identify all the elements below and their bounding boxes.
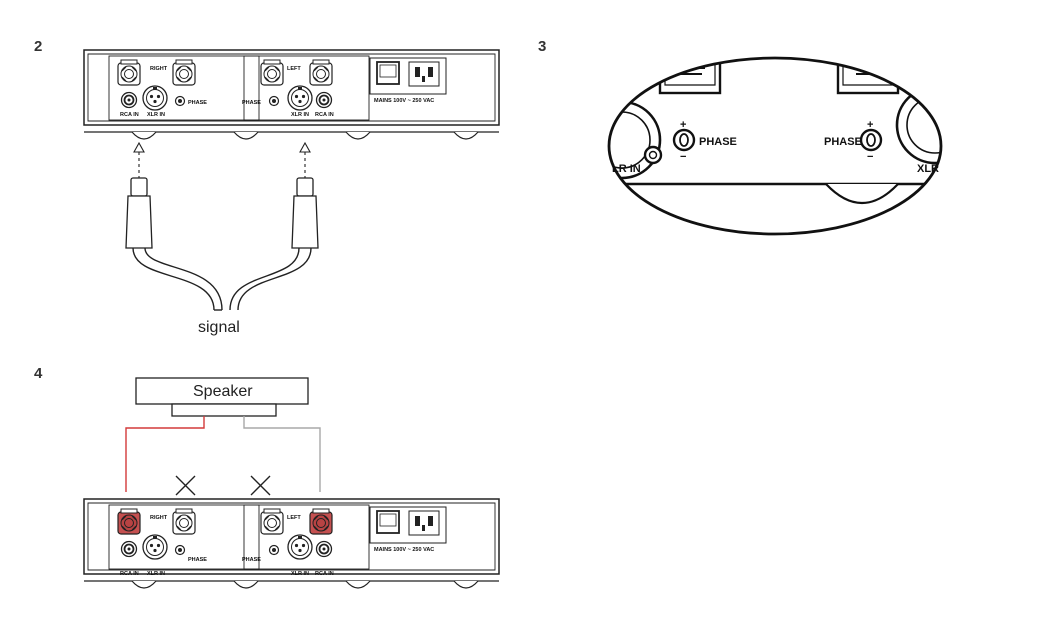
label-left: LEFT <box>287 515 301 521</box>
label-right: RIGHT <box>150 515 168 521</box>
amplifier-panel-step4: RIGHT LEFT PHASE PHASE RCA IN XLR IN XLR… <box>84 499 499 588</box>
signal-arrows <box>133 141 311 178</box>
step-number-3: 3 <box>538 38 546 55</box>
label-mains: MAINS 100V ~ 250 VAC <box>374 547 434 553</box>
zoom-phase-label-right: PHASE <box>824 136 862 148</box>
label-right: RIGHT <box>150 66 168 72</box>
zoom-phase-label-left: PHASE <box>699 136 737 148</box>
zoom-minus-left: − <box>680 151 686 163</box>
phase-switch-zoom: PHASE PHASE + + − − LR IN XLR <box>607 56 943 236</box>
signal-label: signal <box>198 319 240 336</box>
label-xlr-in-right: XLR IN <box>147 571 165 577</box>
label-phase-right: PHASE <box>188 100 207 106</box>
label-xlr-in-right: XLR IN <box>147 112 165 118</box>
x-mark-icon <box>250 475 271 496</box>
red-speaker-wire <box>125 416 205 492</box>
label-rca-in-left: RCA IN <box>315 571 334 577</box>
x-mark-icon <box>175 475 196 496</box>
grey-speaker-wire <box>243 416 321 492</box>
zoom-plus-left: + <box>680 119 686 131</box>
label-phase-left: PHASE <box>242 100 261 106</box>
label-mains: MAINS 100V ~ 250 VAC <box>374 98 434 104</box>
step-number-2: 2 <box>34 38 42 55</box>
speaker-label: Speaker <box>193 383 253 400</box>
zoom-xlr-partial-right: XLR <box>917 163 939 175</box>
signal-cable: signal <box>125 177 319 336</box>
label-xlr-in-left: XLR IN <box>291 571 309 577</box>
label-phase-left: PHASE <box>242 557 261 563</box>
label-rca-in-right: RCA IN <box>120 571 139 577</box>
zoom-xlr-partial-left: LR IN <box>612 163 641 175</box>
label-phase-right: PHASE <box>188 557 207 563</box>
zoom-plus-right: + <box>867 119 873 131</box>
speaker: Speaker <box>135 377 309 417</box>
step-number-4: 4 <box>34 365 43 382</box>
label-rca-in-right: RCA IN <box>120 112 139 118</box>
label-left: LEFT <box>287 66 301 72</box>
amplifier-panel-step2: RIGHT LEFT PHASE PHASE RCA IN XLR IN XLR… <box>84 50 499 139</box>
label-xlr-in-left: XLR IN <box>291 112 309 118</box>
zoom-minus-right: − <box>867 151 873 163</box>
label-rca-in-left: RCA IN <box>315 112 334 118</box>
